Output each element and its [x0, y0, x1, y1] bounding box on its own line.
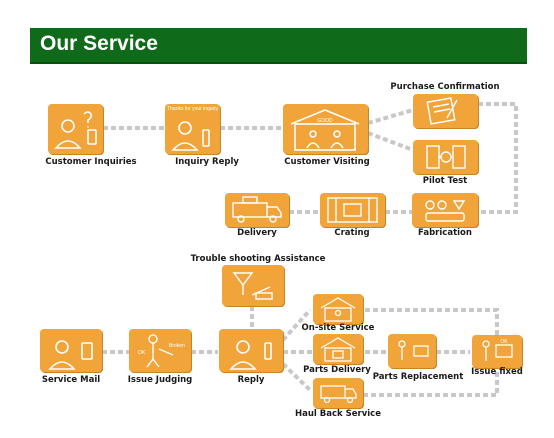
issue-fixed-ok-text: OK — [500, 339, 508, 345]
label-issue-fixed: Issue fixed — [471, 367, 523, 377]
section-banner: Our Service — [30, 28, 527, 64]
parts-replacement-box — [388, 334, 436, 368]
page-title: Our Service — [40, 32, 158, 55]
person-mail-icon — [48, 340, 93, 370]
wooden-crate-icon — [327, 197, 378, 223]
label-customer-visiting: Customer Visiting — [284, 157, 370, 167]
customer-inquiries-box — [48, 104, 103, 154]
tools-assistance-icon — [232, 272, 273, 300]
meeting-house-icon: GOOD — [290, 109, 360, 151]
onsite-service-box — [313, 294, 363, 324]
person-phone-icon — [171, 121, 210, 151]
label-issue-judging: Issue Judging — [127, 375, 193, 385]
issue-broken-text: Broken — [169, 343, 185, 349]
label-pilot-test: Pilot Test — [422, 176, 468, 186]
inquiry-reply-caption: Thanks for your inquiry — [167, 106, 218, 112]
label-trouble-shooting: Trouble shooting Assistance — [190, 254, 326, 264]
parts-tools-icon — [425, 200, 466, 222]
label-parts-delivery: Parts Delivery — [303, 365, 371, 375]
parts-house-icon — [320, 337, 356, 362]
person-phone-icon — [229, 340, 272, 370]
house-visit-icon — [320, 297, 356, 322]
crating-box — [320, 193, 385, 227]
label-fabrication: Fabrication — [418, 228, 472, 238]
reply-box — [219, 329, 283, 372]
fabrication-box — [412, 193, 478, 227]
haul-truck-icon — [320, 385, 357, 404]
trouble-shooting-box — [222, 265, 284, 306]
haul-back-service-box — [313, 378, 363, 408]
label-customer-inquiries: Customer Inquiries — [45, 157, 137, 167]
contract-pen-icon — [426, 97, 458, 125]
person-question-icon — [54, 111, 97, 149]
replacement-icon — [398, 340, 429, 360]
label-delivery: Delivery — [237, 228, 277, 238]
parts-delivery-box — [313, 334, 363, 364]
label-crating: Crating — [334, 228, 370, 238]
issue-ok-text: OK — [138, 350, 146, 356]
machine-test-icon — [426, 145, 466, 169]
pilot-test-box — [413, 140, 478, 174]
label-reply: Reply — [237, 375, 265, 385]
visiting-sign-text: GOOD — [317, 118, 333, 124]
delivery-truck-icon — [232, 196, 282, 223]
judging-icon: OK Broken — [138, 334, 185, 368]
purchase-confirmation-box — [413, 94, 478, 128]
label-inquiry-reply: Inquiry Reply — [175, 157, 239, 167]
issue-fixed-box: OK — [472, 335, 522, 368]
label-service-mail: Service Mail — [41, 375, 101, 385]
delivery-box — [225, 193, 289, 227]
label-parts-replacement: Parts Replacement — [372, 372, 464, 382]
label-haul-back-service: Haul Back Service — [295, 409, 381, 419]
inquiry-reply-box: Thanks for your inquiry — [165, 104, 220, 154]
fixed-check-icon: OK — [482, 339, 513, 361]
label-onsite-service: On-site Service — [301, 323, 375, 333]
issue-judging-box: OK Broken — [129, 329, 191, 372]
service-mail-box — [40, 329, 102, 372]
label-purchase-confirmation: Purchase Confirmation — [390, 82, 500, 92]
customer-visiting-box: GOOD — [283, 104, 368, 154]
